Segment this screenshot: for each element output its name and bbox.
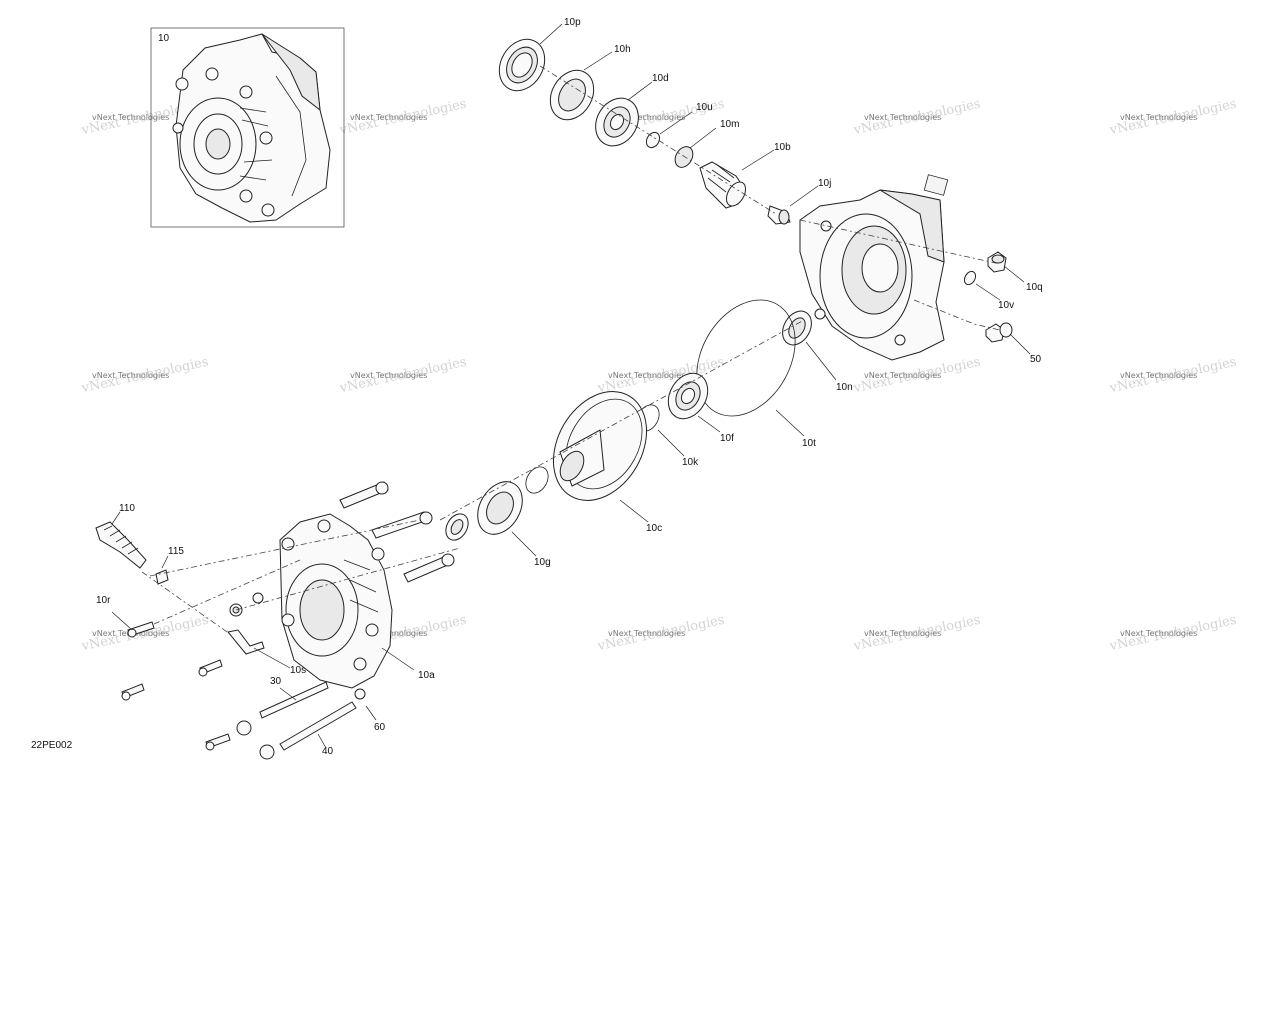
callout-115: 115 [168,546,184,557]
left-housing-drawing [279,513,393,689]
watermark-text: vNext Technologies [350,113,427,122]
part-10n-seal [782,310,812,346]
part-10m-shim [674,146,694,168]
part-10t-oring [696,299,796,417]
centerlines [141,65,1001,635]
callout-10: 10 [158,33,170,44]
callout-40: 40 [322,746,334,757]
watermark-text: vNext Technologies [92,371,169,380]
watermark-text: vNext Technologies [608,113,685,122]
part-110-breather [95,521,147,569]
part-115-fitting [155,569,169,585]
callout-110: 110 [119,503,135,514]
part-10d-bearing [595,97,639,147]
callout-10g: 10g [534,557,551,568]
callout-10p: 10p [564,17,581,28]
watermark-text: vNext Technologies [1120,113,1197,122]
callout-10q: 10q [1026,282,1043,293]
watermark-text: vNext Technologies [864,629,941,638]
diagram-id: 22PE002 [31,740,73,751]
part-10q-plug [987,251,1007,273]
watermark-text: vNext Technologies [864,371,941,380]
part-10b-pinion-gear [699,161,746,209]
part-seal-small [445,513,469,541]
callout-10d: 10d [652,73,669,84]
part-10p-seal [498,38,546,92]
right-housing-drawing [799,174,949,361]
callout-30: 30 [270,676,282,687]
callout-10b: 10b [774,142,791,153]
inset-assembly-10 [150,27,345,228]
callout-10t: 10t [802,438,816,449]
callout-10a: 10a [418,670,435,681]
housing-assembly-drawing [172,33,331,223]
watermark-text: vNext Technologies [92,113,169,122]
part-10v-ring [963,270,977,286]
callout-10m: 10m [720,119,739,130]
callout-10h: 10h [614,44,631,55]
watermark-text: vNext Technologies [608,371,685,380]
small-bolts [121,592,366,751]
callout-10n: 10n [836,382,853,393]
part-50-plug [985,322,1013,343]
callout-10s: 10s [290,665,306,676]
watermark-text: vNext Technologies [1120,629,1197,638]
callout-10v: 10v [998,300,1014,311]
part-10-seal-ring [525,466,549,494]
callout-10c: 10c [646,523,662,534]
callout-60: 60 [374,722,386,733]
part-10c-ring-gear [552,391,648,501]
callout-10k: 10k [682,457,699,468]
part-10f-bearing [667,372,709,420]
part-10h-bearing [549,69,595,121]
callout-10u: 10u [696,102,713,113]
watermark-text: vNext Technologies [350,371,427,380]
callout-labels: 10 10p 10h 10d 10u 10m 10b 10j 10q 10v 5… [31,17,1043,757]
callout-10j: 10j [818,178,831,189]
callout-50: 50 [1030,354,1042,365]
watermark-text: vNext Technologies [608,629,685,638]
watermark-text: vNext Technologies [1120,371,1197,380]
part-10j-bearing [767,205,791,225]
part-10u-ring [645,131,661,149]
callout-10f: 10f [720,433,734,444]
callout-10r: 10r [96,595,111,606]
watermark-text: vNext Technologies [864,113,941,122]
long-bolts [236,481,455,760]
leader-lines [111,23,1031,749]
part-10g-bearing [477,481,523,535]
